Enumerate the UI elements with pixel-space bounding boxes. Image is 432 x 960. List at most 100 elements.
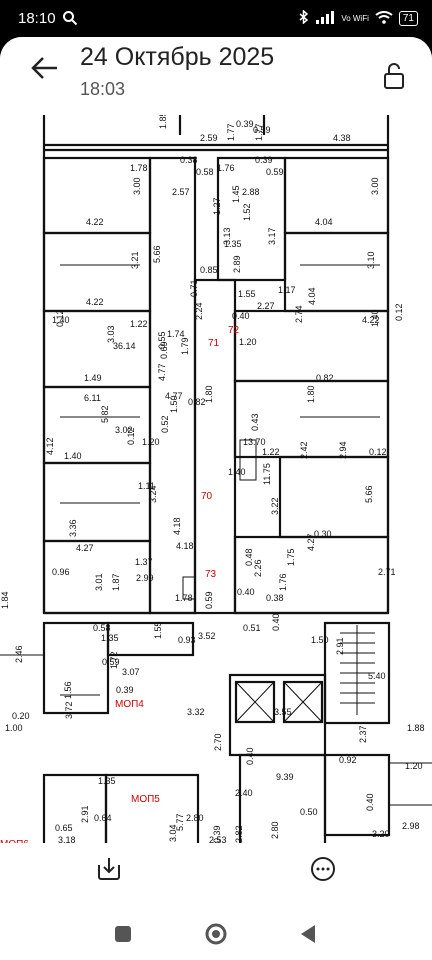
plan-dimension-label: 1.49 [84, 373, 102, 383]
plan-dimension-label: 0.20 [12, 711, 30, 721]
recents-button[interactable] [110, 921, 136, 947]
plan-dimension-label: 0.59 [204, 591, 214, 609]
plan-dimension-label: 3.20 [372, 829, 390, 839]
plan-dimension-label: 1.78 [175, 593, 193, 603]
plan-dimension-label: 2.24 [194, 302, 204, 320]
plan-dimension-label: 4.27 [306, 533, 316, 551]
back-nav-button[interactable] [296, 921, 322, 947]
plan-dimension-label: 2.26 [253, 559, 263, 577]
plan-dimension-label: 2.98 [402, 821, 420, 831]
plan-dimension-label: 4.12 [45, 437, 55, 455]
plan-dimension-label: 0.85 [200, 265, 218, 275]
plan-dimension-label: 1.55 [153, 621, 163, 639]
plan-dimension-label: 13.70 [243, 437, 266, 447]
plan-room-label: МОП5 [131, 794, 160, 805]
plan-dimension-label: 0.82 [188, 397, 206, 407]
image-viewer-sheet: 24 Октябрь 2025 18:03 [0, 37, 432, 960]
plan-dimension-label: 0.12 [369, 447, 387, 457]
plan-dimension-label: 1.50 [169, 395, 179, 413]
plan-room-label: 70 [201, 491, 213, 502]
page-subtitle: 18:03 [80, 79, 126, 99]
plan-dimension-label: 5.66 [364, 485, 374, 503]
plan-dimension-label: 1.85 [158, 115, 168, 129]
lock-button[interactable] [380, 61, 408, 91]
plan-dimension-label: 3.18 [58, 835, 76, 843]
plan-dimension-label: 0.38 [180, 155, 198, 165]
home-button[interactable] [203, 921, 229, 947]
plan-dimension-label: 4.22 [86, 297, 104, 307]
plan-dimension-label: 1.40 [228, 467, 246, 477]
plan-dimension-label: 0.55 [157, 331, 167, 349]
plan-dimension-label: 1.37 [135, 557, 153, 567]
plan-dimension-label: 1.20 [142, 437, 160, 447]
status-icons: Vo WiFi 71 [299, 9, 418, 28]
download-button[interactable] [95, 855, 123, 883]
plan-room-label: 72 [228, 325, 240, 336]
plan-dimension-label: 0.50 [300, 807, 318, 817]
plan-dimension-label: 0.39 [255, 155, 273, 165]
plan-dimension-label: 1.11 [138, 481, 155, 491]
plan-dimension-label: 1.40 [370, 309, 380, 327]
plan-dimension-label: 1.40 [52, 315, 70, 325]
plan-dimension-label: 1.77 [226, 123, 236, 141]
plan-dimension-label: 1.87 [111, 573, 121, 591]
back-button[interactable] [28, 51, 62, 85]
plan-dimension-label: 3.00 [370, 177, 380, 195]
plan-dimension-label: 2.40 [235, 788, 253, 798]
more-options-button[interactable] [309, 855, 337, 883]
plan-dimension-label: 1.88 [407, 723, 425, 733]
plan-dimension-label: 2.70 [213, 733, 223, 751]
plan-dimension-label: 1.20 [239, 337, 257, 347]
plan-dimension-label: 3.10 [366, 251, 376, 269]
plan-dimension-label: 1.76 [278, 573, 288, 591]
plan-dimension-label: 2.80 [270, 821, 280, 839]
plan-dimension-label: 0.48 [244, 548, 254, 566]
plan-dimension-label: 1.80 [204, 385, 214, 403]
status-time: 18:10 [18, 10, 56, 27]
plan-dimension-label: 2.37 [358, 725, 368, 743]
signal-icon [315, 9, 335, 28]
plan-dimension-label: 4.38 [333, 133, 351, 143]
plan-dimension-label: 11.75 [262, 463, 272, 485]
plan-dimension-label: 2.91 [335, 637, 345, 655]
plan-dimension-label: 3.24 [148, 485, 158, 503]
plan-dimension-label: 3.17 [267, 227, 277, 245]
plan-dimension-label: 4.27 [76, 543, 94, 553]
plan-dimension-label: 2.80 [186, 813, 204, 823]
plan-dimension-label: 2.59 [200, 133, 218, 143]
plan-dimension-label: 3.72 [64, 701, 74, 719]
plan-dimension-label: 1.35 [101, 633, 119, 643]
plan-dimension-label: 4.77 [157, 363, 167, 381]
arrow-left-icon [31, 57, 57, 79]
plan-dimension-label: 0.30 [314, 529, 332, 539]
plan-dimension-label: 6.11 [84, 393, 101, 403]
plan-dimension-label: 1.75 [286, 548, 296, 566]
plan-dimension-label: 1.22 [262, 447, 280, 457]
plan-dimension-label: 3.07 [122, 667, 140, 677]
plan-dimension-label: 2.46 [14, 645, 24, 663]
plan-dimension-label: 1.74 [167, 329, 185, 339]
plan-dimension-label: 3.32 [187, 707, 205, 717]
plan-dimension-label: 1.45 [231, 185, 241, 203]
plan-dimension-label: 0.40 [237, 587, 255, 597]
plan-dimension-label: 2.88 [242, 187, 260, 197]
plan-dimension-label: 4.04 [307, 287, 317, 305]
plan-dimension-label: 1.56 [63, 681, 73, 699]
plan-dimension-label: 3.52 [198, 631, 216, 641]
plan-dimension-label: 5.40 [368, 671, 386, 681]
status-bar: 18:10 Vo WiFi 71 [0, 0, 432, 38]
plan-dimension-label: 1.72 [109, 651, 119, 669]
plan-dimension-label: 5.82 [100, 405, 110, 423]
plan-dimension-label: 3.36 [68, 519, 78, 537]
plan-dimension-label: 4.22 [86, 217, 104, 227]
plan-dimension-label: 36.14 [113, 341, 136, 351]
plan-dimension-label: 2.94 [338, 441, 348, 459]
plan-dimension-label: 2.57 [172, 187, 190, 197]
plan-dimension-label: 2.42 [299, 441, 309, 459]
network-label: Vo WiFi [341, 13, 369, 23]
search-icon [62, 10, 78, 30]
plan-dimension-label: 0.52 [160, 415, 170, 433]
plan-dimension-label: 1.77 [254, 123, 264, 141]
plan-dimension-label: 4.18 [172, 517, 182, 535]
